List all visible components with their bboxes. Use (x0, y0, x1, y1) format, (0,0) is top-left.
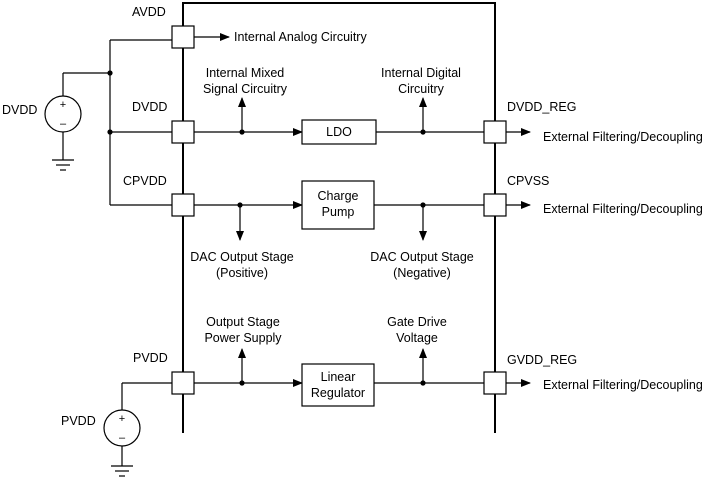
internal-wiring (194, 33, 531, 387)
external-supply-wiring (62, 39, 172, 410)
pin-cpvss (483, 193, 507, 217)
pvdd-voltage-source: + – PVDD (61, 409, 141, 477)
pin-label-dvdd-reg: DVDD_REG (507, 100, 576, 114)
pin-label-avdd: AVDD (132, 5, 166, 19)
charge-pump-label-line1: Charge (318, 189, 359, 203)
internal-analog-circuitry-label: Internal Analog Circuitry (234, 30, 367, 44)
device-boundary (182, 2, 496, 433)
dac-positive-label-line2: (Positive) (216, 266, 268, 280)
linear-regulator-label-line2: Regulator (311, 386, 365, 400)
pin-pvdd (171, 371, 195, 395)
linear-regulator-block (301, 363, 375, 407)
output-stage-power-label-line1: Output Stage (206, 315, 280, 329)
pin-cpvdd (171, 193, 195, 217)
output-stage-power-label-line2: Power Supply (204, 331, 282, 345)
source-plus-sign: + (60, 99, 66, 111)
pvdd-source-label: PVDD (61, 414, 96, 428)
pin-label-gvdd-reg: GVDD_REG (507, 353, 577, 367)
external-filtering-label: External Filtering/Decoupling (543, 202, 703, 216)
pin-dvdd (171, 120, 195, 144)
ldo-block (301, 119, 377, 145)
external-filtering-label: External Filtering/Decoupling (543, 378, 703, 392)
charge-pump-block (301, 180, 375, 230)
pin-avdd (171, 25, 195, 49)
internal-digital-circuitry-label-line1: Internal Digital (381, 66, 461, 80)
pin-label-dvdd: DVDD (132, 100, 167, 114)
gate-drive-voltage-label-line1: Gate Drive (387, 315, 447, 329)
dac-negative-label-line2: (Negative) (393, 266, 451, 280)
charge-pump-label-line2: Pump (322, 205, 355, 219)
dac-negative-label-line1: DAC Output Stage (370, 250, 474, 264)
dac-positive-label-line1: DAC Output Stage (190, 250, 294, 264)
source-plus-sign: + (119, 413, 125, 425)
ldo-label: LDO (326, 125, 352, 139)
pin-gvdd-reg (483, 371, 507, 395)
linear-regulator-label-line1: Linear (321, 370, 356, 384)
pin-dvdd-reg (483, 120, 507, 144)
gate-drive-voltage-label-line2: Voltage (396, 331, 438, 345)
external-filtering-label: External Filtering/Decoupling (543, 130, 703, 144)
dvdd-voltage-source: + – DVDD (2, 95, 82, 171)
source-minus-sign: – (60, 118, 67, 130)
dvdd-source-label: DVDD (2, 103, 37, 117)
pin-label-pvdd: PVDD (133, 351, 168, 365)
pin-label-cpvdd: CPVDD (123, 174, 167, 188)
internal-digital-circuitry-label-line2: Circuitry (398, 82, 445, 96)
pin-label-cpvss: CPVSS (507, 174, 549, 188)
source-minus-sign: – (119, 432, 126, 444)
internal-mixed-signal-label-line2: Signal Circuitry (203, 82, 288, 96)
internal-mixed-signal-label-line1: Internal Mixed (206, 66, 285, 80)
